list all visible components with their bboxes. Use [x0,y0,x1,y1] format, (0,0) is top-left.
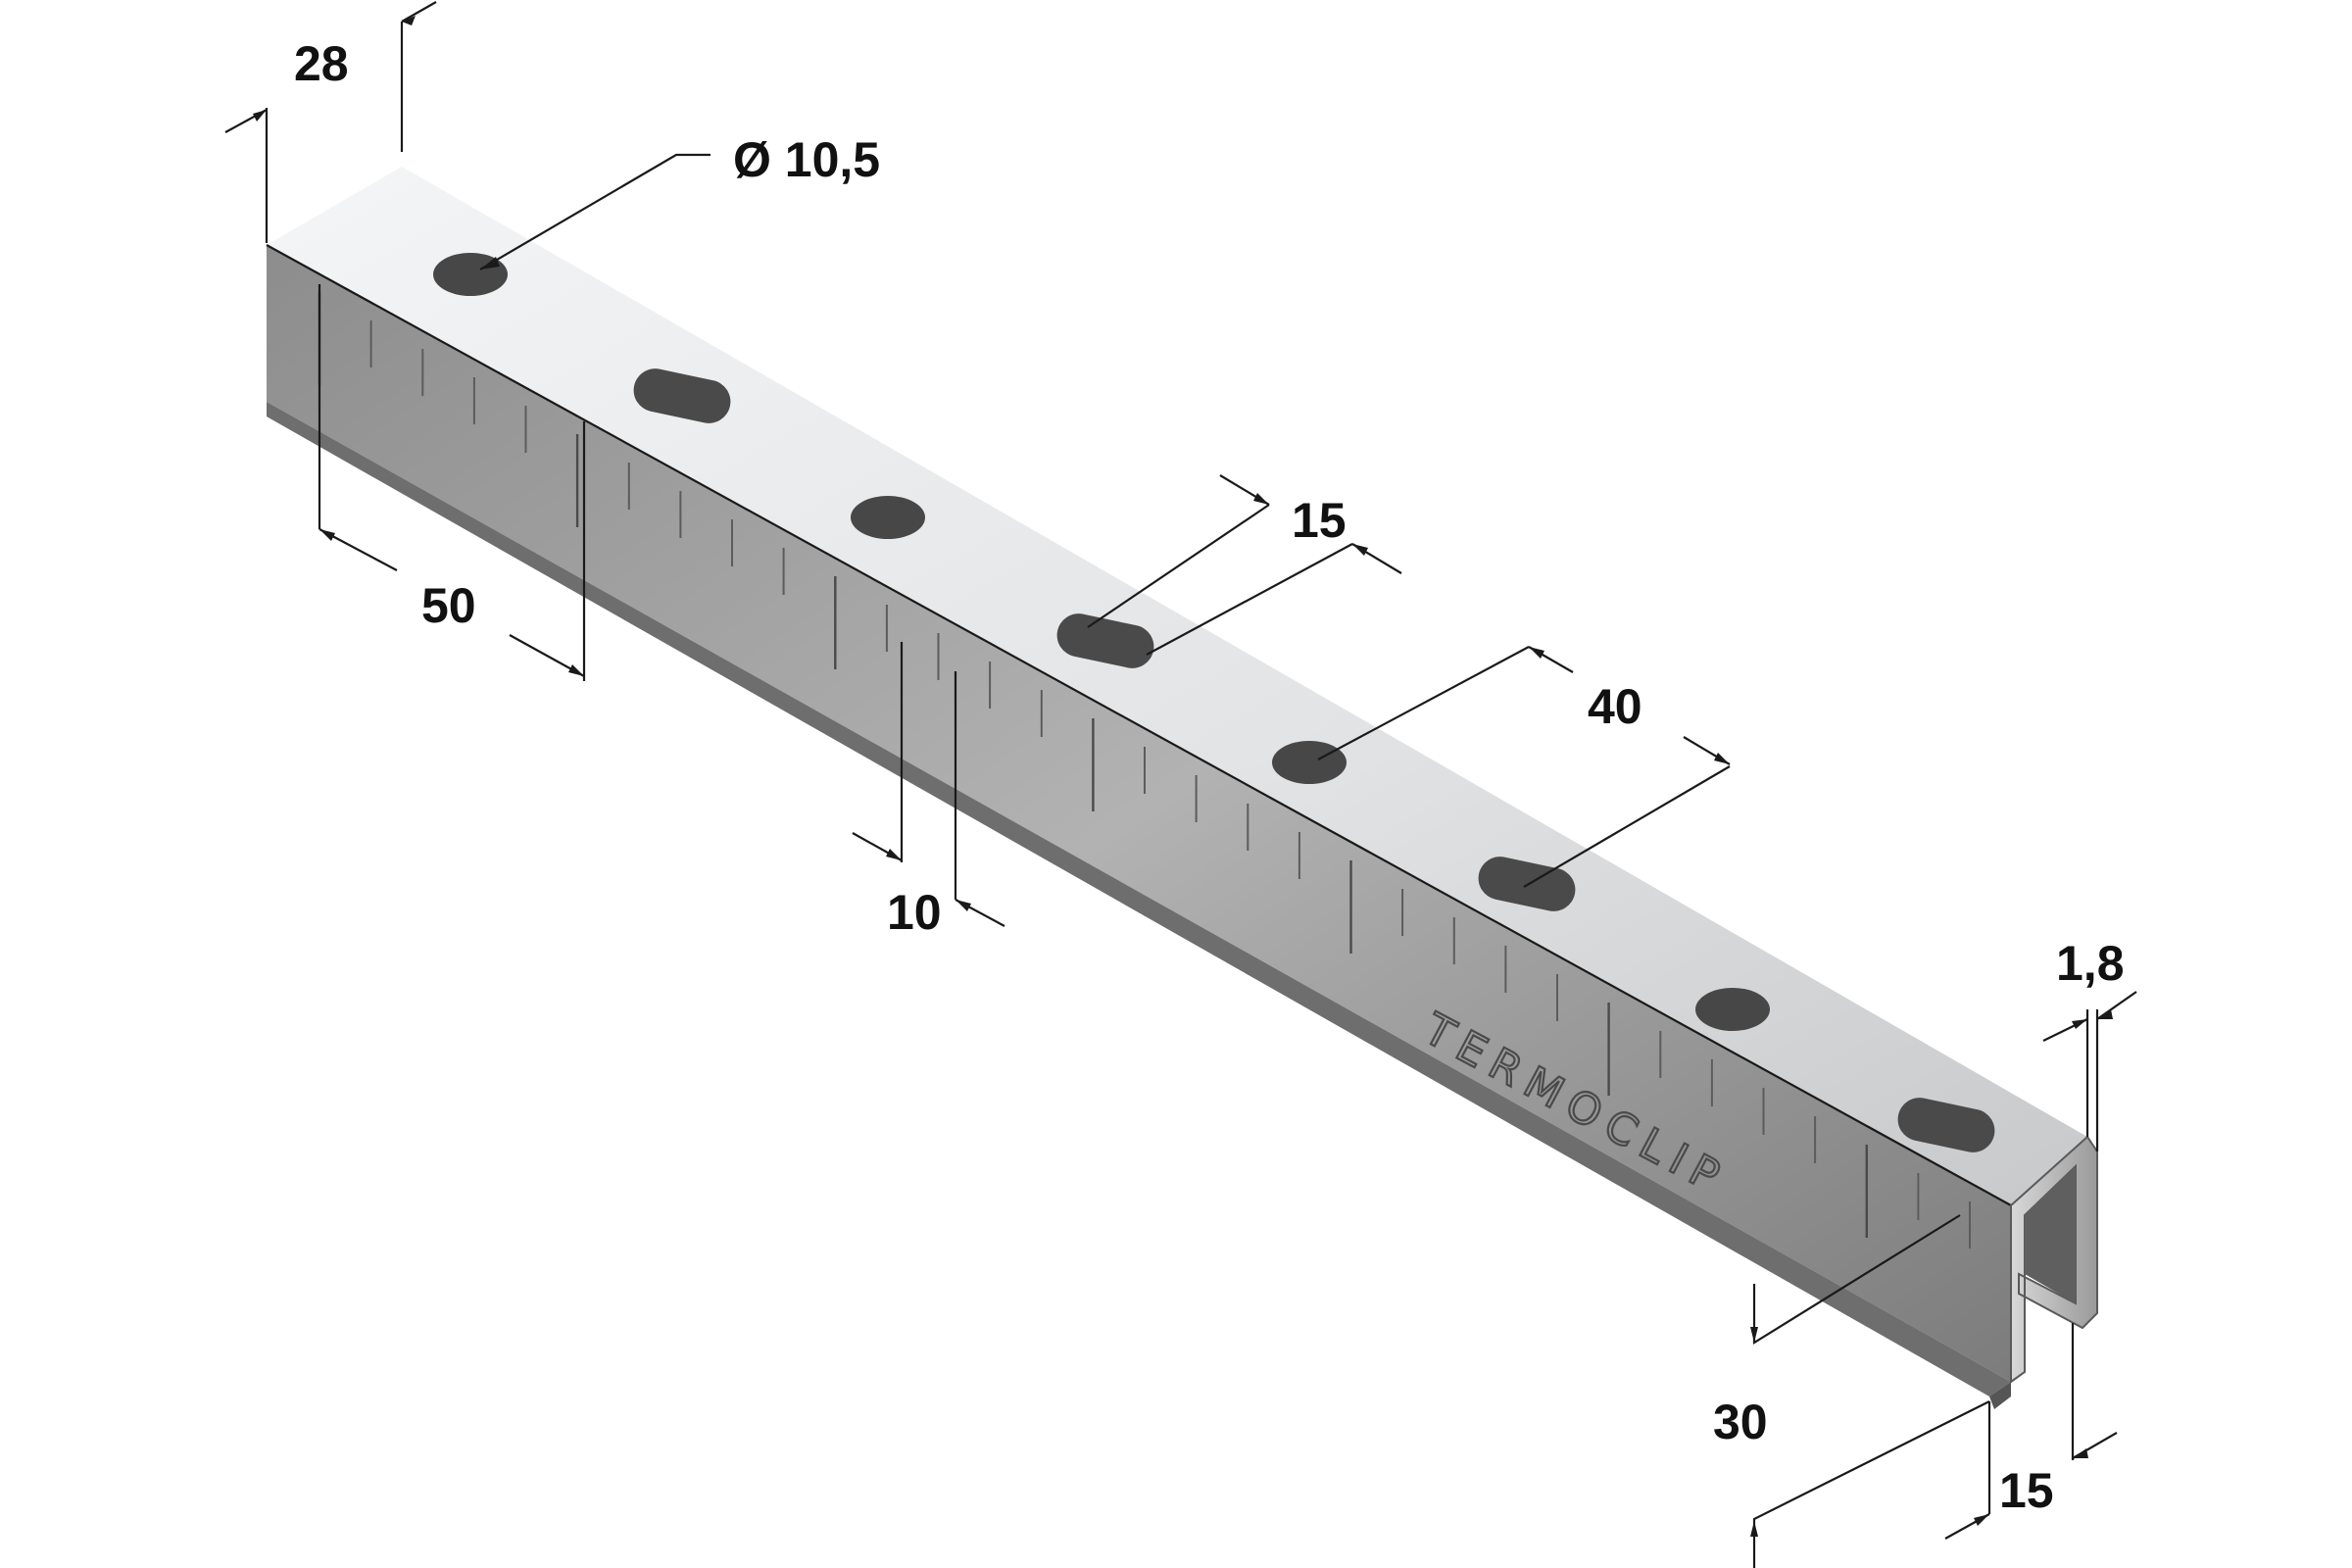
round-hole [1695,988,1770,1031]
dim-label-profile-height: 30 [1713,1395,1768,1449]
dimension-lines [224,1,2137,1568]
channel-lip-end [1989,1382,2011,1409]
channel-lower-lip [267,402,2011,1396]
channel-inner-shadow [2025,1166,2076,1303]
oval-slot [1897,1098,1995,1152]
scale-ticks [318,292,1971,1249]
dim-label-flange-width: 28 [294,36,349,91]
dim-label-lip-width: 15 [1999,1463,2054,1518]
round-hole [1272,741,1347,784]
channel-top-face [267,167,2087,1205]
channel-profile [266,167,2098,1409]
dim-label-slot-pitch: 40 [1588,679,1642,734]
dim-label-hole-diameter: Ø 10,5 [733,132,880,187]
oval-slot [1056,613,1154,668]
dim-label-wall-thickness: 1,8 [2056,936,2125,991]
round-hole [851,496,925,539]
channel-side-wall [267,245,2011,1382]
dim-label-slot-width: 15 [1292,493,1347,548]
dim-label-scale-minor: 10 [887,885,942,940]
dim-label-scale-spacing: 50 [421,578,476,633]
oval-slot [633,368,731,423]
